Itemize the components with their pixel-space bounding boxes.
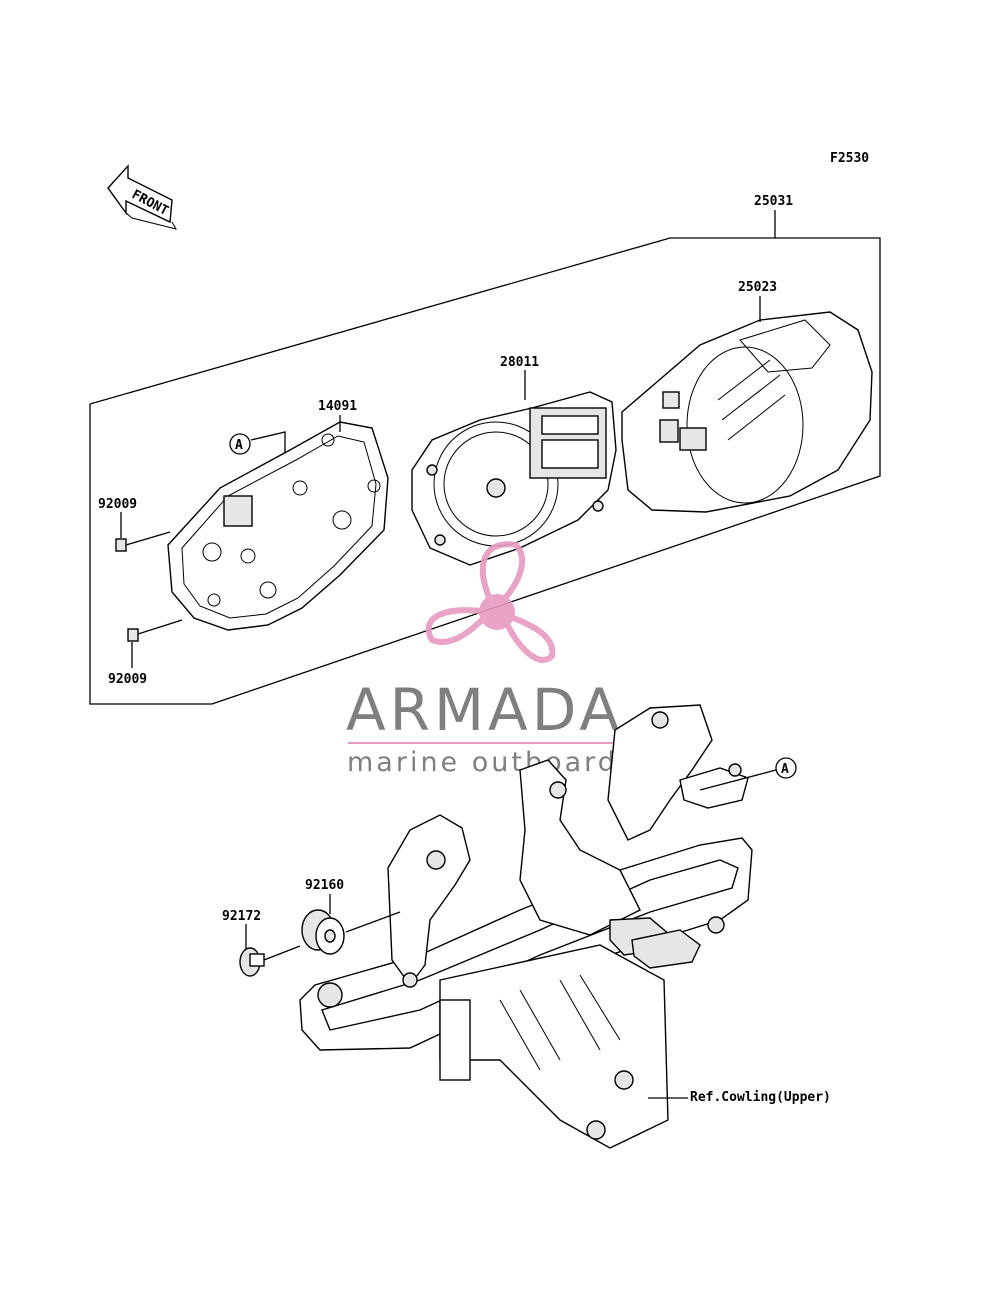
collar xyxy=(239,945,301,977)
part-number-92009-lower: 92009 xyxy=(108,672,147,687)
callout-a-lower-label: A xyxy=(781,762,789,777)
part-number-25023: 25023 xyxy=(738,280,777,295)
damper xyxy=(301,909,401,955)
part-number-14091: 14091 xyxy=(318,399,357,414)
part-number-28011: 28011 xyxy=(500,355,539,370)
propeller-logo-icon xyxy=(425,541,556,663)
meter-bracket xyxy=(299,704,753,1149)
watermark-tagline: marine outboards xyxy=(347,747,635,778)
screw-upper xyxy=(115,531,171,552)
reference-note: Ref.Cowling(Upper) xyxy=(690,1090,831,1105)
front-arrow-icon: FRONT xyxy=(107,164,178,230)
part-number-92172: 92172 xyxy=(222,909,261,924)
part-number-92160: 92160 xyxy=(305,878,344,893)
meter-cover xyxy=(621,311,873,513)
meter-case xyxy=(167,421,389,631)
assembly-outline xyxy=(89,210,881,705)
part-number-92009-upper: 92009 xyxy=(98,497,137,512)
watermark-brand: ARMADA xyxy=(346,676,623,744)
callout-a-upper xyxy=(229,433,251,455)
figure-code: F2530 xyxy=(830,151,869,166)
callout-a-lower xyxy=(775,757,797,779)
screw-lower xyxy=(127,619,183,642)
meter-unit xyxy=(411,391,617,566)
part-number-25031: 25031 xyxy=(754,194,793,209)
callout-a-upper-label: A xyxy=(235,438,243,453)
